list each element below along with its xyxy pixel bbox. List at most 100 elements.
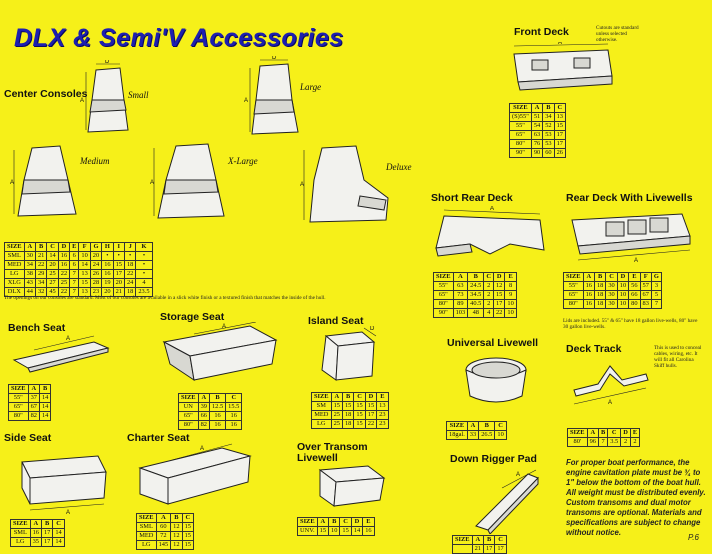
deluxe-label: Deluxe	[386, 162, 412, 172]
table-cell: 3.5	[607, 437, 622, 447]
table-cell: XLG	[4, 278, 25, 288]
column-header: B	[467, 272, 485, 282]
column-header: B	[593, 272, 607, 282]
table-cell: •	[112, 251, 125, 261]
table-cell: 34.5	[467, 290, 485, 300]
table-cell: 54	[530, 121, 544, 131]
table-cell: 17	[553, 130, 567, 140]
table-cell: 14	[52, 537, 65, 547]
table-cell: 24	[89, 260, 103, 270]
table-cell: SML	[4, 251, 25, 261]
table-cell: 27	[46, 278, 59, 288]
table-cell: 17	[492, 299, 506, 309]
table-cell: 35	[29, 537, 42, 547]
column-header: E	[362, 517, 375, 527]
column-header: D	[616, 272, 630, 282]
bench-seat-diagram: A	[12, 335, 110, 373]
column-header: A	[155, 513, 172, 523]
table-cell: 40.5	[467, 299, 485, 309]
svg-text:D: D	[272, 56, 277, 61]
column-header: E	[504, 272, 517, 282]
column-header: C	[494, 535, 507, 545]
table-cell: 2	[620, 437, 631, 447]
table-cell: 18	[341, 410, 355, 420]
column-header: G	[650, 272, 662, 282]
table-cell: 57	[639, 281, 652, 291]
side-seat-heading: Side Seat	[4, 432, 52, 444]
column-header: B	[478, 421, 496, 431]
table-cell: 15	[339, 526, 352, 536]
table-cell: 15	[316, 526, 330, 536]
column-header: B	[482, 535, 496, 545]
front-deck-heading: Front Deck	[514, 26, 569, 38]
table-cell: 30	[605, 299, 618, 309]
table-cell: 18	[123, 260, 137, 270]
table-cell: 76	[530, 139, 544, 149]
table-cell: MED	[4, 260, 25, 270]
down-rigger-diagram: A	[475, 469, 539, 534]
table-cell: 18	[341, 419, 355, 429]
column-header: C	[181, 513, 194, 523]
svg-text:A: A	[516, 472, 520, 478]
column-header: A	[471, 535, 484, 545]
down-rigger-heading: Down Rigger Pad	[450, 453, 537, 465]
table-cell: 6	[69, 260, 80, 270]
table-cell: 6	[69, 251, 80, 261]
side-seat-diagram: A	[21, 455, 107, 514]
table-cell: 26.5	[478, 430, 496, 440]
table-cell: MED	[136, 531, 157, 541]
svg-text:D: D	[370, 326, 375, 332]
large-label: Large	[300, 82, 322, 92]
island-seat-diagram: D	[321, 326, 377, 381]
column-header: A	[466, 421, 480, 431]
table-cell: 15	[181, 522, 194, 532]
table-cell: 15	[112, 260, 125, 270]
island-seat-heading: Island Seat	[308, 315, 364, 327]
table-cell: 14	[38, 411, 52, 421]
table-cell: 82	[197, 420, 210, 430]
center-consoles-heading: Center Consoles	[4, 88, 88, 100]
table-cell: 66	[197, 411, 210, 421]
table-cell: 55"	[8, 393, 29, 403]
column-header: SIZE	[452, 535, 473, 545]
table-cell: 51	[530, 112, 544, 122]
table-cell: 25	[57, 278, 71, 288]
table-cell: 16	[208, 420, 227, 430]
column-header: E	[376, 392, 389, 402]
table-cell: SM	[311, 401, 332, 411]
table-cell: 19	[101, 278, 114, 288]
table-cell: 80"	[178, 420, 199, 430]
table-cell: 12	[170, 540, 183, 550]
table-cell: 2	[483, 299, 494, 309]
table-cell: 80	[628, 299, 641, 309]
table-cell: 13	[553, 112, 567, 122]
table-cell: 22	[364, 419, 378, 429]
table-cell: 80'	[567, 437, 588, 447]
page-title: DLX & Semi'V Accessories	[14, 24, 344, 52]
table-cell: 22	[492, 308, 506, 318]
rear-deck-livewells-heading: Rear Deck With Livewells	[566, 192, 693, 204]
table-cell: 16	[101, 269, 114, 279]
table-cell: 83	[639, 299, 652, 309]
column-header: D	[350, 517, 364, 527]
column-header: C	[339, 517, 352, 527]
table-cell: 53	[542, 130, 555, 140]
svg-text:A: A	[634, 258, 638, 264]
